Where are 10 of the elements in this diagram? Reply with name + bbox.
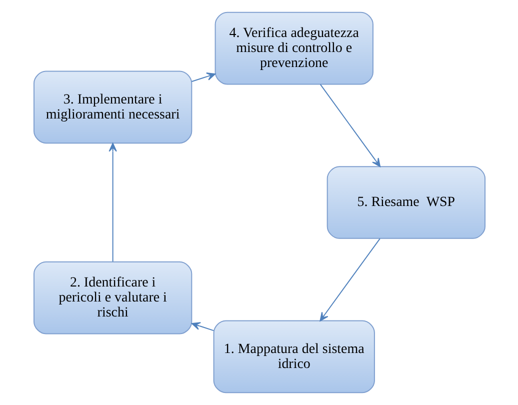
node-box: 1. Mappatura del sistema idrico [212, 320, 374, 394]
node-box: 3. Implementare i miglioramenti necessari [33, 70, 192, 144]
node-box: 5. Riesame WSP [326, 166, 485, 239]
arrow [108, 142, 116, 262]
arrow [319, 84, 380, 168]
arrow [190, 72, 216, 82]
node-box: 4. Verifica adeguatezza misure di controllo e prevenzione [214, 12, 373, 85]
arrow [190, 322, 214, 332]
node-box: 2. Identificare i pericoli e valutare i rischi [33, 261, 192, 334]
arrow [319, 238, 380, 322]
